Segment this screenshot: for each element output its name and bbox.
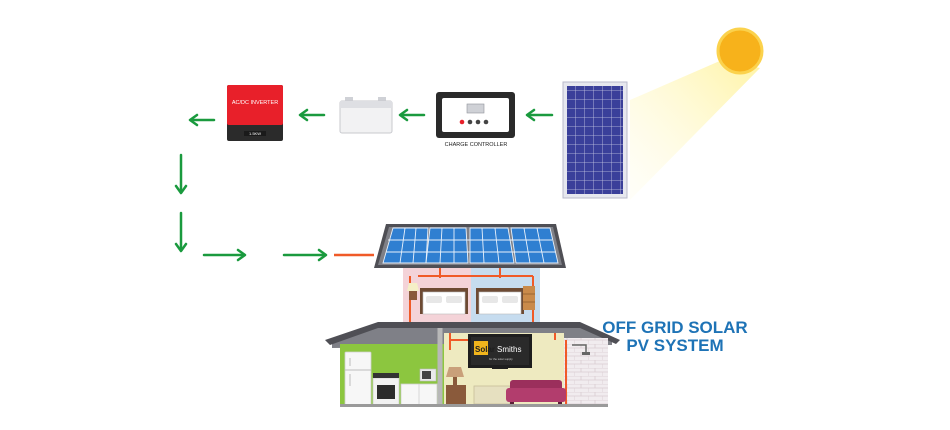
- tv-brand-solar: Solar: [475, 345, 495, 354]
- arrow-battery-to-inverter: [298, 108, 326, 122]
- tv-icon: [468, 334, 532, 369]
- shower-icon: [572, 344, 590, 355]
- sofa-icon: [506, 380, 566, 406]
- kitchen-cabinet: [400, 368, 438, 407]
- lamp-icon: [407, 283, 419, 300]
- charge-controller-label: CHARGE CONTROLLER: [445, 142, 508, 148]
- arrow-down-2: [174, 211, 188, 253]
- inverter-icon: [227, 85, 283, 141]
- stove-icon: [372, 373, 400, 407]
- diagram-title-line1: OFF GRID SOLAR: [602, 318, 747, 337]
- solar-panel-icon: [562, 81, 628, 199]
- tv-brand-smiths: Smiths: [497, 345, 521, 354]
- arrow-down-1: [174, 153, 188, 195]
- arrow-panel-to-controller: [525, 108, 554, 122]
- bed-icon: [420, 288, 468, 315]
- fridge-icon: [344, 351, 372, 407]
- inverter-name-label: AC/DC INVERTER: [232, 100, 278, 106]
- bed-icon: [476, 288, 524, 315]
- roof-solar-panels: [382, 227, 559, 264]
- dresser: [523, 286, 535, 310]
- inverter-rating-label: 1.5KW: [249, 131, 261, 136]
- flow-arrows: [174, 108, 554, 262]
- charge-controller-icon: [436, 92, 515, 138]
- diagram-title-line2: PV SYSTEM: [626, 336, 723, 355]
- arrow-inverter-out: [188, 113, 216, 127]
- tv-cabinet: [473, 385, 511, 405]
- arrow-right-2: [282, 248, 328, 262]
- sun-beam: [630, 60, 760, 200]
- sun-icon: [716, 27, 764, 75]
- arrow-controller-to-battery: [398, 108, 426, 122]
- tv-tagline: for the solar supply: [489, 357, 513, 361]
- lamp-icon: [446, 367, 466, 406]
- arrow-right-1: [202, 248, 247, 262]
- house-icon: Solar Smiths for the solar supply: [325, 224, 620, 407]
- battery-icon: [339, 97, 393, 134]
